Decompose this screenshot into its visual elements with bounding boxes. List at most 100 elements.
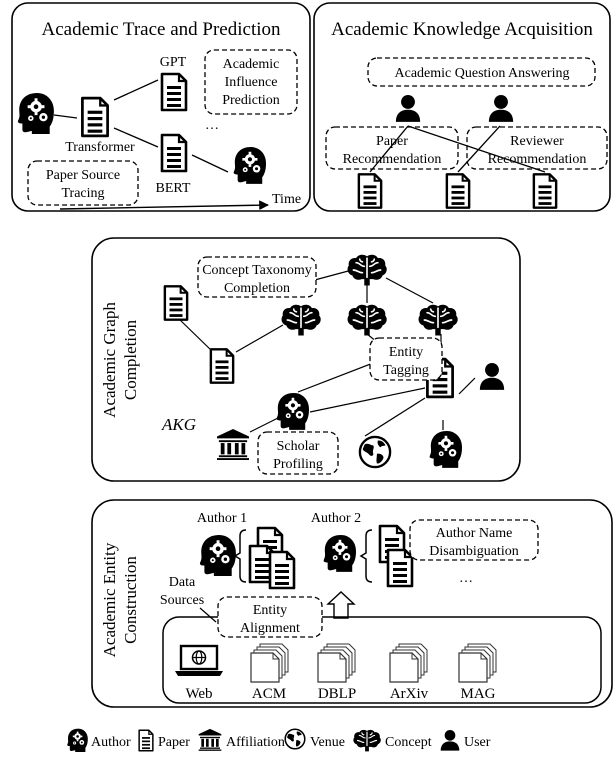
question-answering-label: Academic Question Answering [395, 66, 570, 81]
influence-line-2: Influence [225, 75, 278, 90]
graph-side-label-1: Academic Graph [100, 302, 119, 418]
taxonomy-line-2: Completion [224, 281, 290, 296]
alignment-line-1: Entity [253, 603, 287, 618]
source-tracing-box [27, 160, 139, 206]
entity-side-label-2: Construction [121, 556, 140, 644]
entity-alignment-box [217, 596, 323, 638]
legend: Author Paper Affiliation Venue Concept U… [67, 728, 491, 752]
scholar-profiling-box [257, 431, 339, 475]
paper-icon [160, 72, 188, 112]
influence-line-3: Prediction [222, 93, 280, 108]
author-icon [429, 431, 462, 468]
data-sources-line-2: Sources [160, 593, 204, 608]
trace-title: Academic Trace and Prediction [41, 19, 281, 40]
paper-icon [268, 550, 296, 590]
entity-panel: Academic Entity Construction Author 1 Au… [91, 499, 613, 708]
up-arrow [326, 591, 356, 619]
paper-recommendation-box [325, 126, 459, 170]
legend-paper-icon [138, 729, 154, 752]
author-2-brace [359, 529, 373, 583]
legend-affiliation-label: Affiliation [226, 735, 285, 750]
time-label: Time [272, 192, 301, 207]
paper-icon [445, 173, 471, 209]
legend-author-label: Author [91, 735, 131, 750]
dblp-icon [317, 643, 356, 683]
arxiv-icon [389, 643, 428, 683]
paper-icon [532, 173, 558, 209]
legend-author-icon [67, 728, 88, 752]
source-tracing-line-2: Tracing [61, 186, 104, 201]
user-icon [488, 95, 514, 122]
entity-tagging-line-2: Tagging [383, 363, 429, 378]
taxonomy-completion-box [197, 256, 317, 298]
entity-side-label-1: Academic Entity [100, 542, 119, 657]
graph-side-label-2: Completion [121, 319, 140, 400]
source-acm: ACM [252, 686, 286, 702]
legend-paper-label: Paper [158, 735, 190, 750]
legend-user-label: User [464, 735, 491, 750]
data-sources-container [162, 616, 602, 704]
paper-icon [163, 285, 189, 321]
paper-icon [209, 348, 235, 384]
gpt-label: GPT [160, 55, 187, 70]
question-answering-box [367, 57, 596, 87]
reviewer-rec-line-2: Recommendation [488, 152, 587, 167]
author-2-label: Author 2 [311, 511, 361, 526]
legend-concept-icon [353, 729, 381, 752]
entity-ellipsis: … [459, 571, 473, 586]
graph-panel: Academic Graph Completion Concept Taxono… [91, 237, 521, 482]
author-1-brace [233, 529, 247, 583]
ellipsis: … [205, 118, 219, 133]
source-web: Web [185, 686, 212, 702]
legend-user-icon [440, 730, 460, 751]
legend-concept-label: Concept [385, 735, 432, 750]
paper-rec-line-2: Recommendation [343, 152, 442, 167]
source-tracing-line-1: Paper Source [46, 168, 120, 183]
author-icon [17, 93, 54, 134]
bert-label: BERT [156, 181, 191, 196]
author-icon [233, 147, 266, 184]
reviewer-recommendation-box [466, 126, 608, 170]
concept-icon [418, 303, 458, 337]
venue-icon [358, 435, 392, 469]
concept-icon [347, 303, 387, 337]
knowledge-title: Academic Knowledge Acquisition [331, 19, 593, 40]
data-sources-line-1: Data [169, 575, 196, 590]
author-icon [323, 535, 356, 572]
author-1-label: Author 1 [197, 511, 247, 526]
source-mag: MAG [460, 686, 495, 702]
trace-panel: Academic Trace and Prediction Transforme… [11, 2, 311, 212]
source-arxiv: ArXiv [390, 686, 429, 702]
mag-icon [458, 643, 497, 683]
scholar-profiling-line-2: Profiling [273, 457, 323, 472]
transformer-label: Transformer [65, 140, 135, 155]
user-icon [395, 95, 421, 122]
paper-icon [386, 548, 414, 588]
akg-label: AKG [161, 415, 196, 434]
web-icon [174, 644, 224, 678]
influence-line-1: Academic [223, 57, 280, 72]
influence-prediction-box [204, 49, 298, 115]
entity-tagging-box [369, 337, 443, 381]
paper-icon [357, 173, 383, 209]
user-icon [479, 363, 505, 390]
affiliation-icon [217, 428, 249, 460]
author-icon [276, 393, 309, 430]
knowledge-panel: Academic Knowledge Acquisition Academic … [313, 2, 611, 212]
scholar-profiling-line-1: Scholar [277, 439, 320, 454]
author-icon [199, 535, 236, 576]
entity-tagging-line-1: Entity [389, 345, 423, 360]
legend-affiliation-icon [198, 728, 222, 751]
paper-rec-line-1: Paper [376, 134, 408, 149]
concept-icon [347, 253, 387, 287]
reviewer-rec-line-1: Reviewer [510, 134, 564, 149]
time-arrow [59, 200, 269, 211]
alignment-line-2: Alignment [240, 621, 300, 636]
author-disambiguation-box [409, 519, 539, 561]
source-dblp: DBLP [318, 686, 356, 702]
paper-icon [160, 133, 188, 173]
disambiguation-line-1: Author Name [436, 526, 513, 541]
disambiguation-line-2: Disambiguation [429, 544, 518, 559]
taxonomy-line-1: Concept Taxonomy [202, 263, 312, 278]
